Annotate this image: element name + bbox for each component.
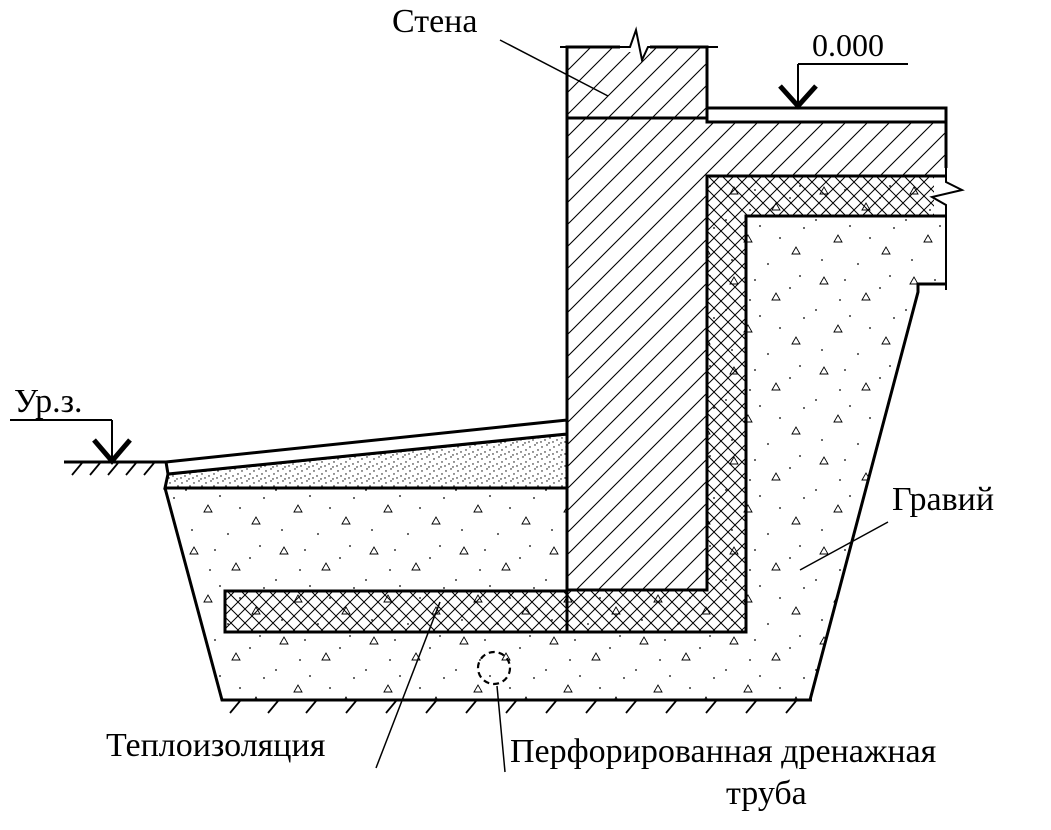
- label-drain-pipe-line1: Перфорированная дренажная: [510, 733, 937, 770]
- ground-hatch-left: [71, 462, 155, 476]
- wall-leader: [499, 39, 609, 97]
- right-break-edges: [930, 174, 946, 218]
- gravel-leader: [799, 521, 889, 571]
- right-break-line: [929, 108, 965, 290]
- label-insulation: Теплоизоляция: [106, 727, 326, 764]
- label-drain-pipe-line2: труба: [726, 775, 807, 812]
- wall-block: [565, 45, 709, 120]
- drain-pipe-leader: [496, 685, 506, 773]
- label-gravel: Гравий: [892, 481, 994, 518]
- label-floor-level: 0.000: [812, 27, 884, 63]
- wall-break-line: [560, 26, 718, 64]
- label-ground-level: Ур.з.: [14, 383, 83, 420]
- wall-break-gap: [620, 36, 650, 52]
- floor-level-arrow-icon: [778, 84, 818, 110]
- insulation-horizontal: [223, 589, 569, 634]
- floor-slab: [705, 106, 948, 124]
- label-wall: Стена: [392, 3, 477, 40]
- gravel-fill: [165, 176, 946, 700]
- gravel-outline: [163, 282, 946, 702]
- insulation-leader: [375, 601, 441, 769]
- ground-level-arrow-icon: [92, 438, 132, 465]
- drain-pipe-icon: [476, 650, 512, 686]
- base-hatch: [229, 700, 797, 714]
